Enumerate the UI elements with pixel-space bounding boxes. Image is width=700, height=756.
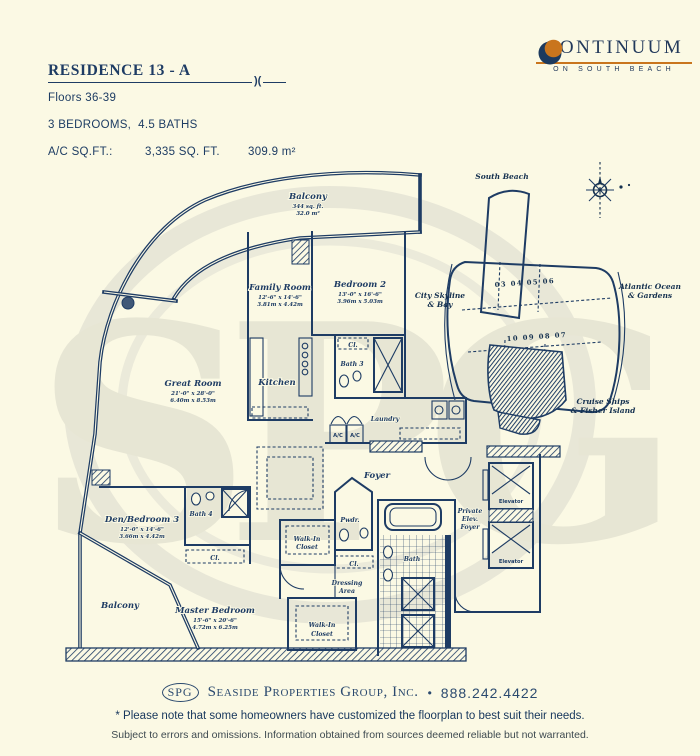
room-kitchen: Kitchen <box>257 378 296 388</box>
walkin-closet-1-line1: Walk-In <box>294 536 321 543</box>
great-dim-ft: 21'-0" x 28'-0" <box>170 391 215 397</box>
ac-sqft-value: 3,335 SQ. FT. <box>145 146 220 158</box>
spg-oval-logo: SPG <box>161 683 199 702</box>
site-label-city-2: & Bay <box>428 300 454 309</box>
unit-floorplan <box>65 170 561 662</box>
room-labels: Balcony 344 sq. ft. 32.0 m² Family Room … <box>99 191 524 639</box>
room-bath4: Bath 4 <box>188 511 212 518</box>
site-label-cruise-1: Cruise Ships <box>576 397 630 406</box>
balcony-top-dim-ft: 344 sq. ft. <box>293 204 324 210</box>
dressing-line2: Area <box>338 588 355 595</box>
room-foyer: Foyer <box>363 471 391 481</box>
family-dim-ft: 12'-6" x 14'-6" <box>258 295 302 301</box>
brand-name: CONTINUUM <box>544 37 684 58</box>
site-label-city-1: City Skyline <box>415 291 465 300</box>
site-label-south-beach: South Beach <box>475 172 528 181</box>
compass-rose-icon <box>586 162 631 218</box>
balcony-top-dim-m: 32.0 m² <box>296 210 320 217</box>
private-foyer-line1: Private <box>457 508 483 515</box>
room-master: Master Bedroom <box>174 606 255 616</box>
ac-sqm-value: 309.9 m² <box>248 146 296 158</box>
ac-closet-2: A/C <box>350 433 360 439</box>
dressing-line1: Dressing <box>331 580 363 587</box>
page-title: RESIDENCE 13 - A <box>48 62 191 79</box>
room-bedroom2: Bedroom 2 <box>333 280 386 290</box>
closet-dressing: Cl. <box>349 561 358 568</box>
walkin-closet-1-line2: Closet <box>296 544 318 551</box>
great-dim-m: 6.40m x 8.53m <box>170 398 216 404</box>
ac-closet-1: A/C <box>333 433 343 439</box>
den-dim-m: 3.66m x 4.42m <box>119 534 165 540</box>
brand-tagline: ON SOUTH BEACH <box>553 66 675 73</box>
private-foyer-line3: Foyer <box>460 524 481 531</box>
room-laundry: Laundry <box>370 416 400 423</box>
site-label-ocean-1: Atlantic Ocean <box>618 282 681 291</box>
beds-baths-text: 3 BEDROOMS, 4.5 BATHS <box>48 119 198 131</box>
room-family: Family Room <box>248 283 311 293</box>
family-dim-m: 3.81m x 4.42m <box>257 302 303 308</box>
brand-rule <box>536 62 692 64</box>
room-great: Great Room <box>165 379 222 389</box>
ac-sqft-row: A/C SQ.FT.: 3,335 SQ. FT. 309.9 m² <box>48 146 296 158</box>
master-dim-ft: 15'-6" x 20'-6" <box>193 618 237 624</box>
master-dim-m: 4.72m x 6.25m <box>192 625 238 631</box>
floors-text: Floors 36-39 <box>48 92 117 104</box>
continuum-logo: CONTINUUM ON SOUTH BEACH <box>534 36 694 73</box>
separator-dot: • <box>427 685 432 700</box>
site-label-ocean-2: & Gardens <box>628 291 673 300</box>
company-name: Seaside Properties Group, Inc. <box>207 684 419 700</box>
watermark-text: SPG <box>35 258 660 611</box>
moon-icon <box>538 39 563 65</box>
closet-bath3: Cl. <box>348 342 357 349</box>
footer-company-row: SPG Seaside Properties Group, Inc. • 888… <box>0 683 700 702</box>
room-master-bath: Bath <box>403 556 421 563</box>
room-bath3: Bath 3 <box>339 361 364 368</box>
disclaimer-note-1: * Please note that some homeowners have … <box>115 710 585 722</box>
private-foyer-line2: Elev. <box>461 516 478 523</box>
spg-watermark: SPG <box>35 186 685 624</box>
title-break-ornament: )( <box>252 75 264 87</box>
elevator-1-label: Elevator <box>499 499 524 505</box>
phone-number: 888.242.4422 <box>440 684 539 701</box>
bedroom2-dim-ft: 13'-0" x 16'-6" <box>338 292 382 298</box>
room-balcony-lower: Balcony <box>100 601 140 611</box>
elevator-2-label: Elevator <box>499 559 524 565</box>
den-dim-ft: 12'-0" x 14'-6" <box>120 527 164 533</box>
bedroom2-dim-m: 3.96m x 5.03m <box>337 299 383 305</box>
walkin-closet-2-line1: Walk-In <box>309 622 336 629</box>
highlighted-unit-13 <box>487 344 567 420</box>
room-den: Den/Bedroom 3 <box>104 515 179 525</box>
ac-sqft-label: A/C SQ.FT.: <box>48 146 113 158</box>
structural-column <box>121 296 135 310</box>
disclaimer-note-2: Subject to errors and omissions. Informa… <box>111 729 589 741</box>
site-label-cruise-2: & Fisher Island <box>571 406 636 415</box>
room-powder: Pwdr. <box>339 517 359 524</box>
title-underline <box>48 82 286 83</box>
walkin-closet-2-line2: Closet <box>311 631 333 638</box>
closet-den: Cl. <box>210 555 219 562</box>
room-balcony-top: Balcony <box>288 192 328 202</box>
